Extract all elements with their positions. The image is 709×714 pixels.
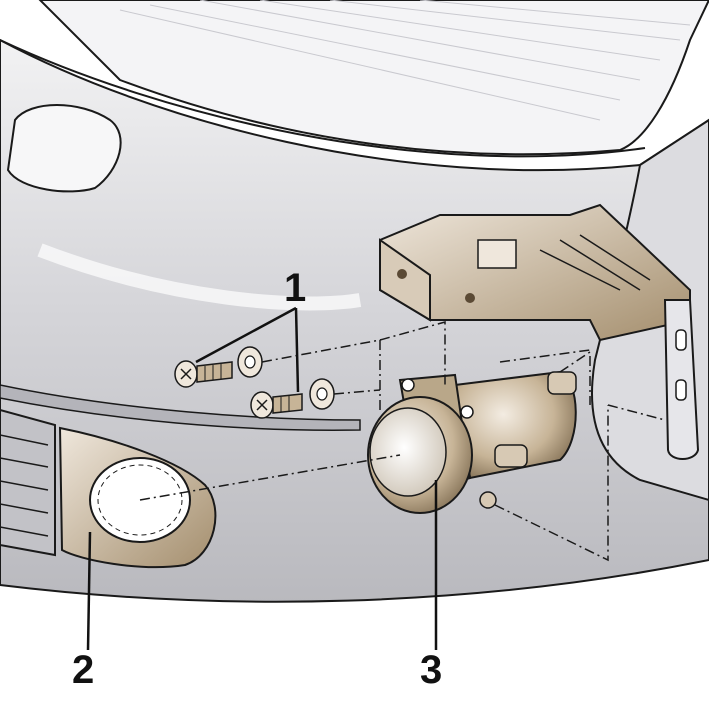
callout-3-fog-lamp: 3 <box>420 648 443 692</box>
screw-upper <box>174 346 263 388</box>
fog-lamp-unit <box>367 370 577 514</box>
callout-1-screws: 1 <box>284 266 307 310</box>
grille <box>0 408 56 557</box>
washer-opening <box>6 104 122 193</box>
assembly-lines <box>139 321 666 562</box>
headlight-lens <box>0 0 709 158</box>
leader-lines <box>86 306 438 651</box>
screws-and-washers <box>174 346 335 419</box>
screw-lower <box>250 378 335 419</box>
callout-2-bezel: 2 <box>72 648 95 692</box>
mounting-bracket <box>379 203 700 460</box>
